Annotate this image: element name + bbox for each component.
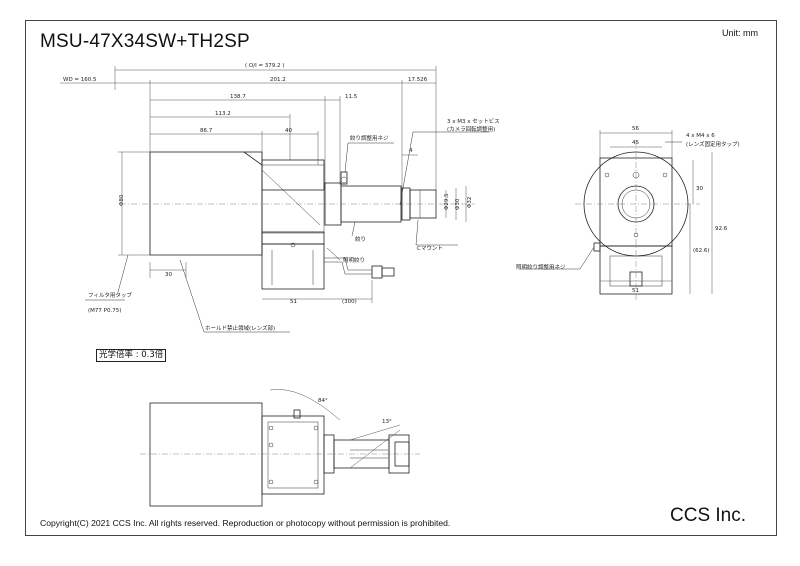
label-filter-tap: フィルタ用タップ [88,291,132,299]
dim-4: 4 [409,148,413,154]
label-illum-screw: 照明絞り調整用ネジ [516,263,566,271]
dim-138: 138.7 [230,94,246,100]
unit-label: Unit: mm [722,28,758,38]
dim-113: 113.2 [215,111,231,117]
front-view: 56 45 30 92.6 (62.6) 51 4 x M4 x 6 (レンズ固… [516,126,740,300]
label-lens-tap: (レンズ固定用タップ) [686,140,740,148]
drawing-title: MSU-47X34SW+TH2SP [40,31,250,52]
drawing-frame [25,20,777,536]
dim-17: 17.526 [408,77,428,83]
label-cmount: Cマウント [417,244,443,252]
dim-40: 40 [285,128,292,134]
dim-front-30: 30 [696,186,703,192]
dim-86: 86.7 [200,128,213,134]
label-set-screw: 3 x M3 x セットビス [447,117,500,125]
copyright-notice: Copyright(C) 2021 CCS Inc. All rights re… [40,518,451,528]
dim-201: 201.2 [270,77,286,83]
dim-oi: ( O/I = 379.2 ) [245,63,284,69]
label-hold: ホールド禁止領域(レンズ部) [205,324,275,332]
label-filter-spec: (M77 P0.75) [88,308,121,314]
label-cam-rot: (カメラ回転調整用) [447,125,495,133]
dim-dia80: Φ80 [119,194,125,206]
dim-front-45: 45 [632,140,639,146]
dim-front-92: 92.6 [715,226,728,232]
company-name: CCS Inc. [670,505,747,526]
label-m4: 4 x M4 x 6 [686,133,715,139]
label-iris: 絞り [355,235,366,243]
side-view: ( O/I = 379.2 ) WD = 160.5 201.2 17.526 … [60,63,500,333]
angle-84: 84° [318,398,328,404]
label-iris-screw: 絞り調整用ネジ [350,134,389,142]
dim-wd: WD = 160.5 [63,77,97,83]
dim-front-62: (62.6) [693,248,710,254]
dim-51: 51 [290,299,297,305]
label-illum: 照明絞り [343,256,365,264]
dim-front-51: 51 [632,288,639,294]
dim-front-56: 56 [632,126,639,132]
magnification-label: 光学倍率 : 0.3倍 [96,349,167,362]
dim-dia29: Φ29.5 [444,193,450,210]
dim-30-bottom: 30 [165,272,172,278]
angle-13: 13° [382,419,392,425]
dim-300: (300) [342,299,357,305]
dim-dia32: Φ32 [467,197,473,208]
dim-11: 11.5 [345,94,358,100]
top-view: 84° 13° [140,389,420,507]
